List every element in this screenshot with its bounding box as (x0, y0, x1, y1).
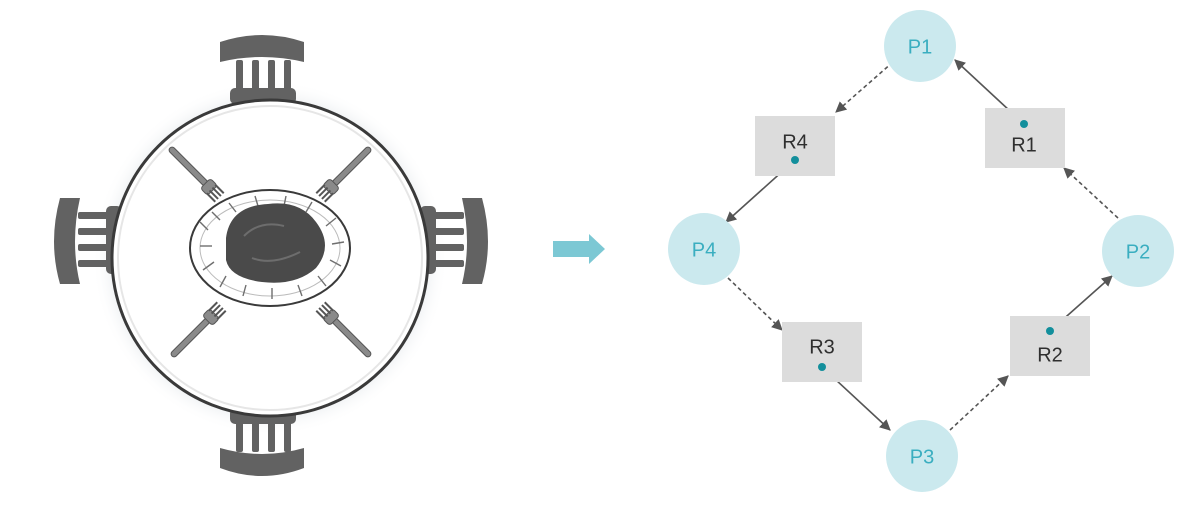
transition-arrow-icon (553, 234, 605, 264)
svg-text:P3: P3 (910, 446, 934, 468)
svg-text:P2: P2 (1126, 241, 1150, 263)
svg-text:R2: R2 (1037, 344, 1063, 366)
svg-text:P4: P4 (692, 239, 716, 261)
resource-node-r4: R4 (755, 116, 835, 176)
salad-garnish (199, 195, 345, 299)
process-node-p2: P2 (1102, 215, 1174, 287)
resource-node-r2: R2 (1010, 316, 1090, 376)
svg-text:R4: R4 (782, 131, 808, 153)
fork-bottom-right (315, 301, 372, 358)
fork-bottom-left (170, 301, 227, 358)
edge-p1-r4 (835, 61, 894, 113)
fork-top-left (168, 146, 225, 203)
plate-rim (199, 199, 341, 297)
chair-right (420, 198, 488, 284)
fork-top-right (315, 146, 372, 203)
nodes: R4 R1 R3 R2 P1 (668, 10, 1174, 492)
edge-p4-r3 (727, 277, 783, 331)
roast-chicken (226, 203, 325, 283)
resource-node-r3: R3 (782, 322, 862, 382)
process-node-p4: P4 (668, 213, 740, 285)
svg-text:R3: R3 (809, 336, 835, 358)
process-node-p3: P3 (886, 420, 958, 492)
edge-p3-r2 (949, 375, 1009, 431)
edge-p2-r1 (1063, 167, 1119, 219)
chair-bottom (220, 408, 304, 476)
process-node-p1: P1 (884, 10, 956, 82)
dining-table-illustration (54, 35, 488, 476)
chair-top (220, 35, 304, 104)
svg-text:P1: P1 (908, 36, 932, 58)
resource-node-r1: R1 (985, 108, 1065, 168)
table-edge (117, 105, 423, 411)
resource-allocation-graph: R4 R1 R3 R2 P1 (668, 10, 1174, 492)
svg-text:R1: R1 (1011, 134, 1037, 156)
